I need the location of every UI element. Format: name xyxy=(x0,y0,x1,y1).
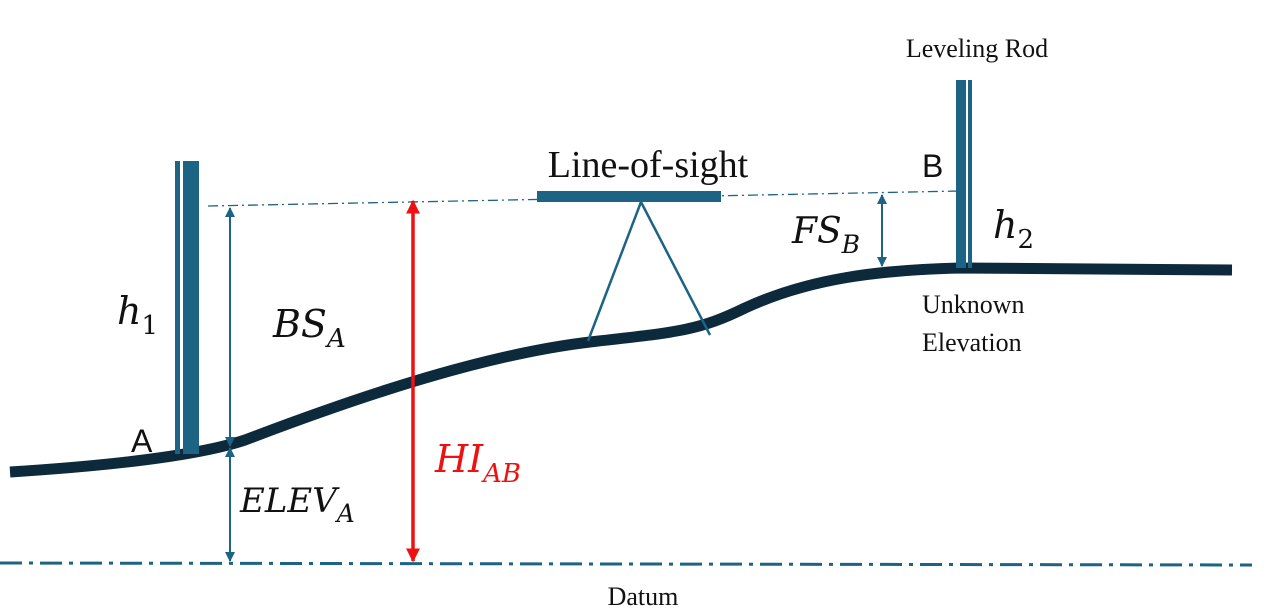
line-of-sight-label: Line-of-sight xyxy=(548,144,749,186)
foresight-label: FSB xyxy=(791,211,860,259)
height-of-instrument-label: HIAB xyxy=(434,437,521,489)
level-instrument xyxy=(537,191,721,342)
leveling-rod-b xyxy=(956,80,972,268)
elevation-a-label: ELEVA xyxy=(239,481,355,528)
backsight-label: BSA xyxy=(272,302,346,354)
datum-line xyxy=(0,561,1253,567)
datum-label: Datum xyxy=(608,582,679,611)
unknown-elevation-label: Unknown Elevation xyxy=(922,290,1031,357)
point-a-label: A xyxy=(131,423,153,459)
h1-label: h1 xyxy=(117,289,158,341)
leveling-rod-a xyxy=(175,161,199,454)
point-b-label: B xyxy=(922,148,943,184)
line-of-sight-ray xyxy=(207,190,961,207)
rod-title-label: Leveling Rod xyxy=(906,34,1048,63)
h2-label: h2 xyxy=(993,203,1034,255)
